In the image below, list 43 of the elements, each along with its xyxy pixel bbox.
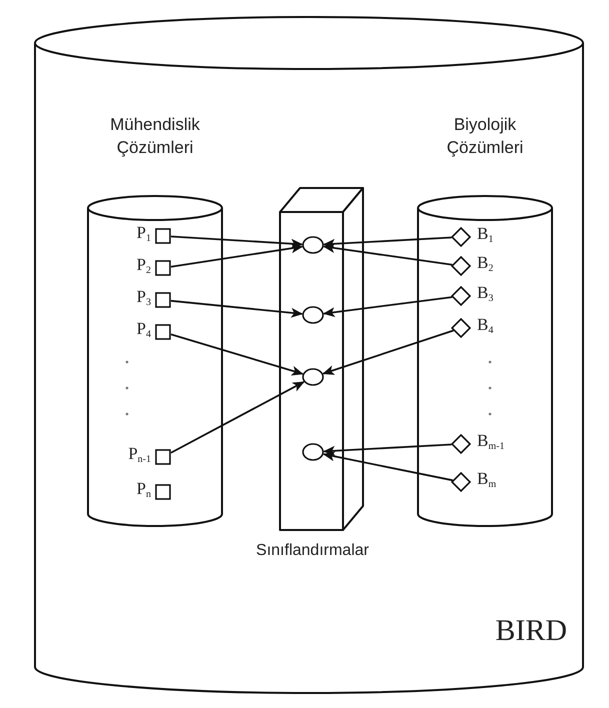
square-node: [155, 292, 171, 308]
diamond-node: [451, 434, 471, 454]
item-label: B$_{1}$: [477, 225, 494, 242]
arrow: [322, 236, 452, 249]
arrow: [170, 236, 304, 249]
diamond-node: [451, 318, 471, 338]
square-node: [155, 324, 171, 340]
item-label: P$_{n}$: [136, 480, 151, 497]
arrow: [322, 444, 452, 456]
circle-node: [302, 368, 324, 386]
circle-node: [302, 306, 324, 324]
square-node: [155, 484, 171, 500]
database-label: BIRD: [495, 616, 567, 646]
item-label: B$_{m-1}$: [477, 432, 504, 449]
arrow: [170, 381, 305, 454]
item-label: B$_{2}$: [477, 254, 494, 271]
item-label: B$_{4}$: [477, 316, 494, 333]
arrow: [322, 296, 452, 318]
arrow: [170, 300, 304, 318]
column-heading: Biyolojik Çözümleri: [446, 114, 524, 159]
item-label: P$_{n-1}$: [127, 445, 151, 462]
column-heading: Mühendislik Çözümleri: [109, 114, 201, 159]
diamond-node: [451, 286, 471, 306]
circle-node: [302, 443, 324, 461]
diamond-node: [451, 256, 471, 276]
diamond-node: [451, 227, 471, 247]
item-label: P$_{2}$: [136, 256, 151, 273]
square-node: [155, 260, 171, 276]
arrow: [170, 334, 304, 376]
circle-node: [302, 236, 324, 254]
square-node: [155, 449, 171, 465]
diamond-node: [451, 472, 471, 492]
arrow: [322, 243, 452, 266]
item-label: B$_{m}$: [477, 470, 496, 487]
arrow: [170, 243, 304, 268]
item-label: P$_{3}$: [136, 288, 151, 305]
item-label: P$_{4}$: [136, 320, 151, 337]
arrow: [322, 330, 454, 375]
arrow: [322, 451, 453, 482]
item-label: P$_{1}$: [136, 224, 151, 241]
square-node: [155, 228, 171, 244]
column-heading: Sınıflandırmalar: [255, 541, 370, 561]
item-label: B$_{3}$: [477, 284, 494, 301]
